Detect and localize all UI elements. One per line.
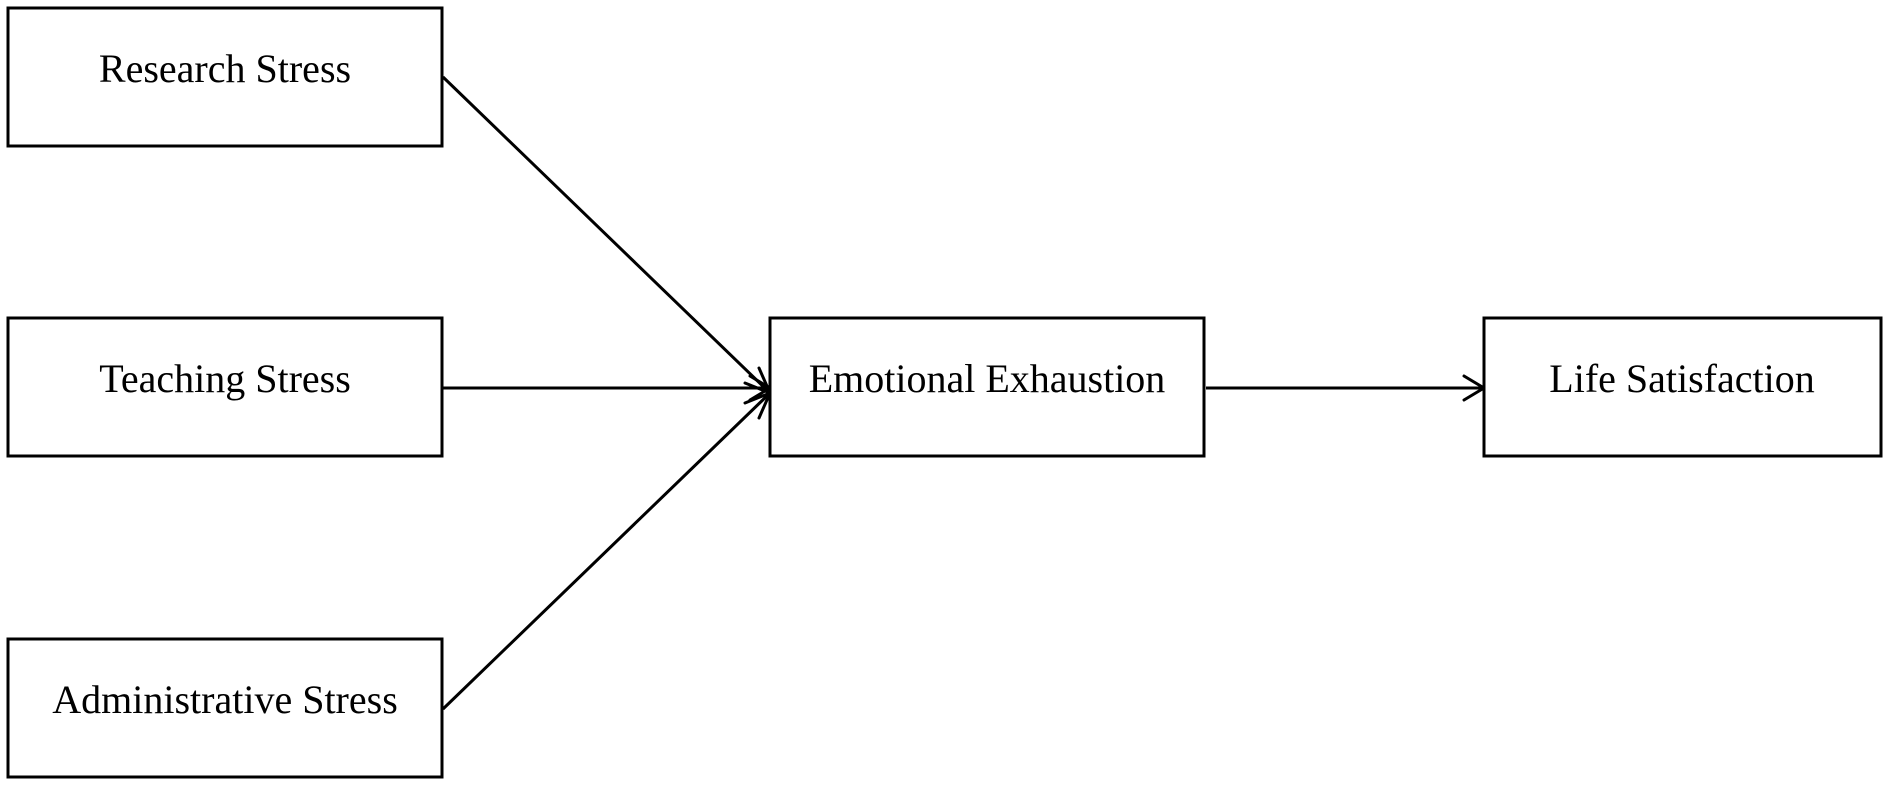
node-label-teaching: Teaching Stress xyxy=(99,356,351,401)
node-research-stress: Research Stress xyxy=(6,6,444,148)
node-box xyxy=(1482,316,1883,458)
edge-research-to-exhaustion xyxy=(441,75,772,395)
node-emotional-exhaustion: Emotional Exhaustion xyxy=(768,316,1206,458)
node-label-exhaustion: Emotional Exhaustion xyxy=(809,356,1166,401)
edges xyxy=(441,75,1486,711)
node-box xyxy=(6,637,444,779)
node-box xyxy=(768,316,1206,458)
node-administrative-stress: Administrative Stress xyxy=(6,637,444,779)
node-teaching-stress: Teaching Stress xyxy=(6,316,444,458)
node-box xyxy=(6,316,444,458)
node-label-research: Research Stress xyxy=(99,46,351,91)
edge-administrative-to-exhaustion xyxy=(441,391,772,711)
node-life-satisfaction: Life Satisfaction xyxy=(1482,316,1883,458)
node-label-administrative: Administrative Stress xyxy=(52,677,398,722)
node-box xyxy=(6,6,444,148)
node-label-satisfaction: Life Satisfaction xyxy=(1549,356,1814,401)
